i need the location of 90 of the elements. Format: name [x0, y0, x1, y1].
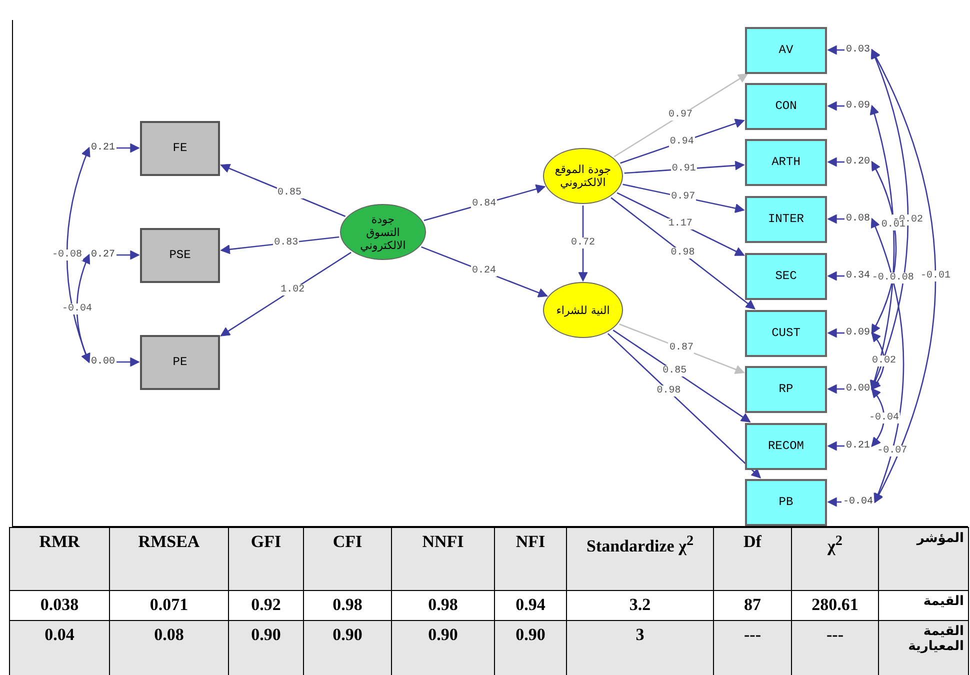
arrow — [827, 328, 844, 338]
error-value: 0.09 — [846, 328, 870, 338]
error-value: 0.21 — [91, 142, 115, 154]
latent-ellipse: جودة التسوق الالكتروني — [340, 204, 426, 260]
table-cell: RMSEA — [109, 527, 229, 591]
error-value: -0.04 — [843, 496, 873, 508]
edge-label: 0.94 — [668, 136, 695, 148]
arrow — [116, 250, 140, 260]
edge-label: 0.98 — [670, 248, 696, 259]
table-cell: القيمة المعيارية — [878, 620, 969, 675]
table-cell: 0.90 — [303, 620, 392, 675]
indicator-box: CON — [745, 82, 827, 130]
arrow — [607, 333, 761, 478]
table-cell: χ$^{2}$ — [791, 527, 879, 591]
error-value: 0.00 — [91, 356, 115, 368]
table-cell: CFI — [303, 527, 392, 591]
arrow — [116, 143, 140, 153]
observed-variable-box: PE — [140, 334, 220, 390]
indicator-box: RP — [745, 366, 827, 412]
arrow — [612, 330, 751, 422]
indicator-box: CUST — [745, 310, 827, 356]
table-cell: 0.90 — [228, 620, 304, 675]
covariance-arrow — [870, 218, 904, 504]
indicator-box: RECOM — [745, 422, 827, 470]
table-cell: NNFI — [391, 527, 495, 591]
edge-label: -0.08 — [50, 250, 83, 260]
table-cell: --- — [713, 620, 792, 675]
error-value: 0.09 — [846, 100, 870, 112]
arrow — [827, 271, 844, 281]
edge-label: 0.98 — [656, 386, 682, 397]
indicator-box: PB — [745, 478, 827, 526]
error-value: 0.00 — [846, 384, 870, 394]
edge-label: 0.84 — [471, 198, 498, 210]
edge-label: 0.01 — [880, 219, 906, 230]
table-cell: المؤشر — [878, 527, 969, 591]
edge-label: 0.24 — [470, 266, 497, 277]
table-cell: 0.90 — [494, 620, 567, 675]
observed-variable-box: FE — [140, 120, 220, 176]
error-value: 0.03 — [846, 44, 870, 56]
edge-label: -0.07 — [876, 446, 908, 457]
table-cell: Standardize χ$^{2}$ — [566, 527, 714, 591]
table-cell: 0.04 — [9, 620, 110, 675]
indicator-box: AV — [745, 26, 827, 74]
edge-label: 0.85 — [662, 366, 688, 377]
arrow — [578, 206, 588, 282]
arrow — [827, 101, 844, 111]
table-cell: 0.08 — [109, 620, 229, 675]
edge-label: 0.85 — [276, 188, 303, 199]
table-cell: 0.90 — [391, 620, 495, 675]
arrow — [610, 197, 756, 310]
covariance-arrow — [870, 104, 895, 390]
error-value: 0.27 — [91, 250, 115, 260]
arrow — [827, 384, 844, 394]
arrow — [827, 497, 842, 507]
edge-label: 0.87 — [668, 342, 694, 354]
indicator-box: ARTH — [745, 138, 827, 186]
table-cell: GFI — [228, 527, 304, 591]
indicator-box: INTER — [745, 196, 827, 242]
edge-label: -0.0.08 — [870, 272, 915, 284]
table-cell: --- — [791, 620, 879, 675]
edge-label: 0.97 — [670, 192, 696, 203]
arrow — [614, 74, 748, 158]
arrow — [827, 45, 844, 55]
table-cell: Df — [713, 527, 792, 591]
error-value: 0.20 — [846, 156, 870, 168]
edge-label: 1.02 — [280, 284, 306, 296]
edge-label: 0.72 — [570, 238, 596, 248]
latent-ellipse: النية للشراء — [543, 282, 623, 338]
latent-ellipse: جودة الموقع الالكتروني — [543, 148, 623, 204]
arrow — [220, 252, 352, 336]
edge-label: 1.17 — [667, 218, 694, 230]
arrow — [827, 214, 844, 224]
edge-label: -0.04 — [868, 412, 900, 423]
edge-label: -0.01 — [920, 270, 952, 282]
error-value: 0.21 — [846, 440, 870, 452]
error-value: 0.34 — [846, 270, 870, 282]
edge-label: 0.02 — [871, 356, 897, 366]
arrow — [827, 157, 844, 167]
edge-label: 0.97 — [668, 110, 694, 121]
arrow — [116, 357, 140, 367]
table-cell: NFI — [494, 527, 567, 591]
error-value: 0.08 — [846, 214, 870, 224]
table-cell: RMR — [9, 527, 110, 591]
observed-variable-box: PSE — [140, 228, 220, 282]
edge-label: 0.83 — [273, 237, 300, 248]
covariance-arrow — [76, 254, 90, 364]
table-cell: 3 — [566, 620, 714, 675]
edge-label: -0.04 — [60, 303, 93, 314]
arrow — [827, 441, 844, 451]
indicator-box: SEC — [745, 252, 827, 300]
